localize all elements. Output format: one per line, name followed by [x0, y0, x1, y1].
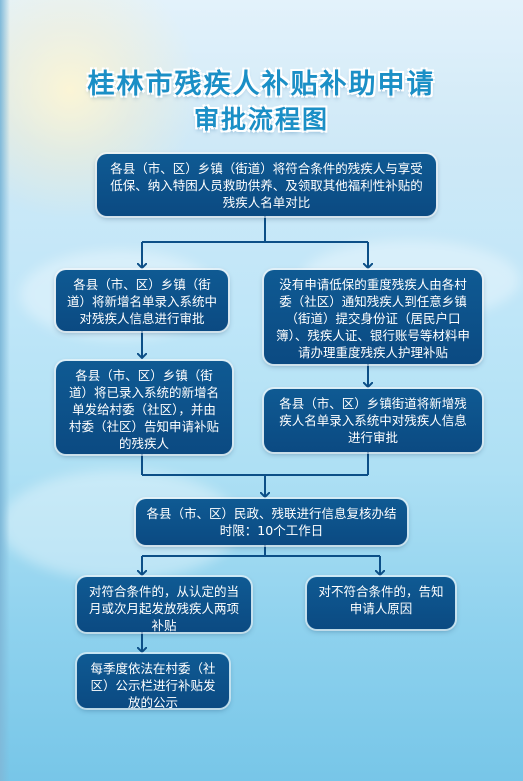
step-left-enter-system: 各县（市、区）乡镇（街道）将新增名单录入系统中对残疾人信息进行审批: [56, 270, 228, 331]
step-left-notify-applicants: 各县（市、区）乡镇（街道）将已录入系统的新增名单发给村委（社区），并由村委（社区…: [56, 361, 232, 454]
step-right-enter-system: 各县（市、区）乡镇街道将新增残疾人名单录入系统中对残疾人信息进行审批: [264, 389, 482, 452]
page-edge: [0, 0, 10, 781]
title-line-2: 审批流程图: [193, 105, 329, 134]
step-quarterly-publicity: 每季度依法在村委（社区）公示栏进行补贴发放的公示: [77, 654, 229, 710]
step-compare-lists: 各县（市、区）乡镇（街道）将符合条件的残疾人与享受低保、纳入特困人员救助供养、及…: [97, 154, 436, 216]
step-eligible-payment: 对符合条件的，从认定的当月或次月起发放残疾人两项补贴: [77, 577, 251, 633]
step-review-verification: 各县（市、区）民政、残联进行信息复核办结时限：10个工作日: [136, 499, 407, 545]
step-ineligible-notice: 对不符合条件的，告知申请人原因: [307, 577, 455, 629]
title-line-1: 桂林市残疾人补贴补助申请: [87, 69, 436, 100]
step-right-submit-materials: 没有申请低保的重度残疾人由各村委（社区）通知残疾人到任意乡镇（街道）提交身份证（…: [264, 270, 482, 364]
